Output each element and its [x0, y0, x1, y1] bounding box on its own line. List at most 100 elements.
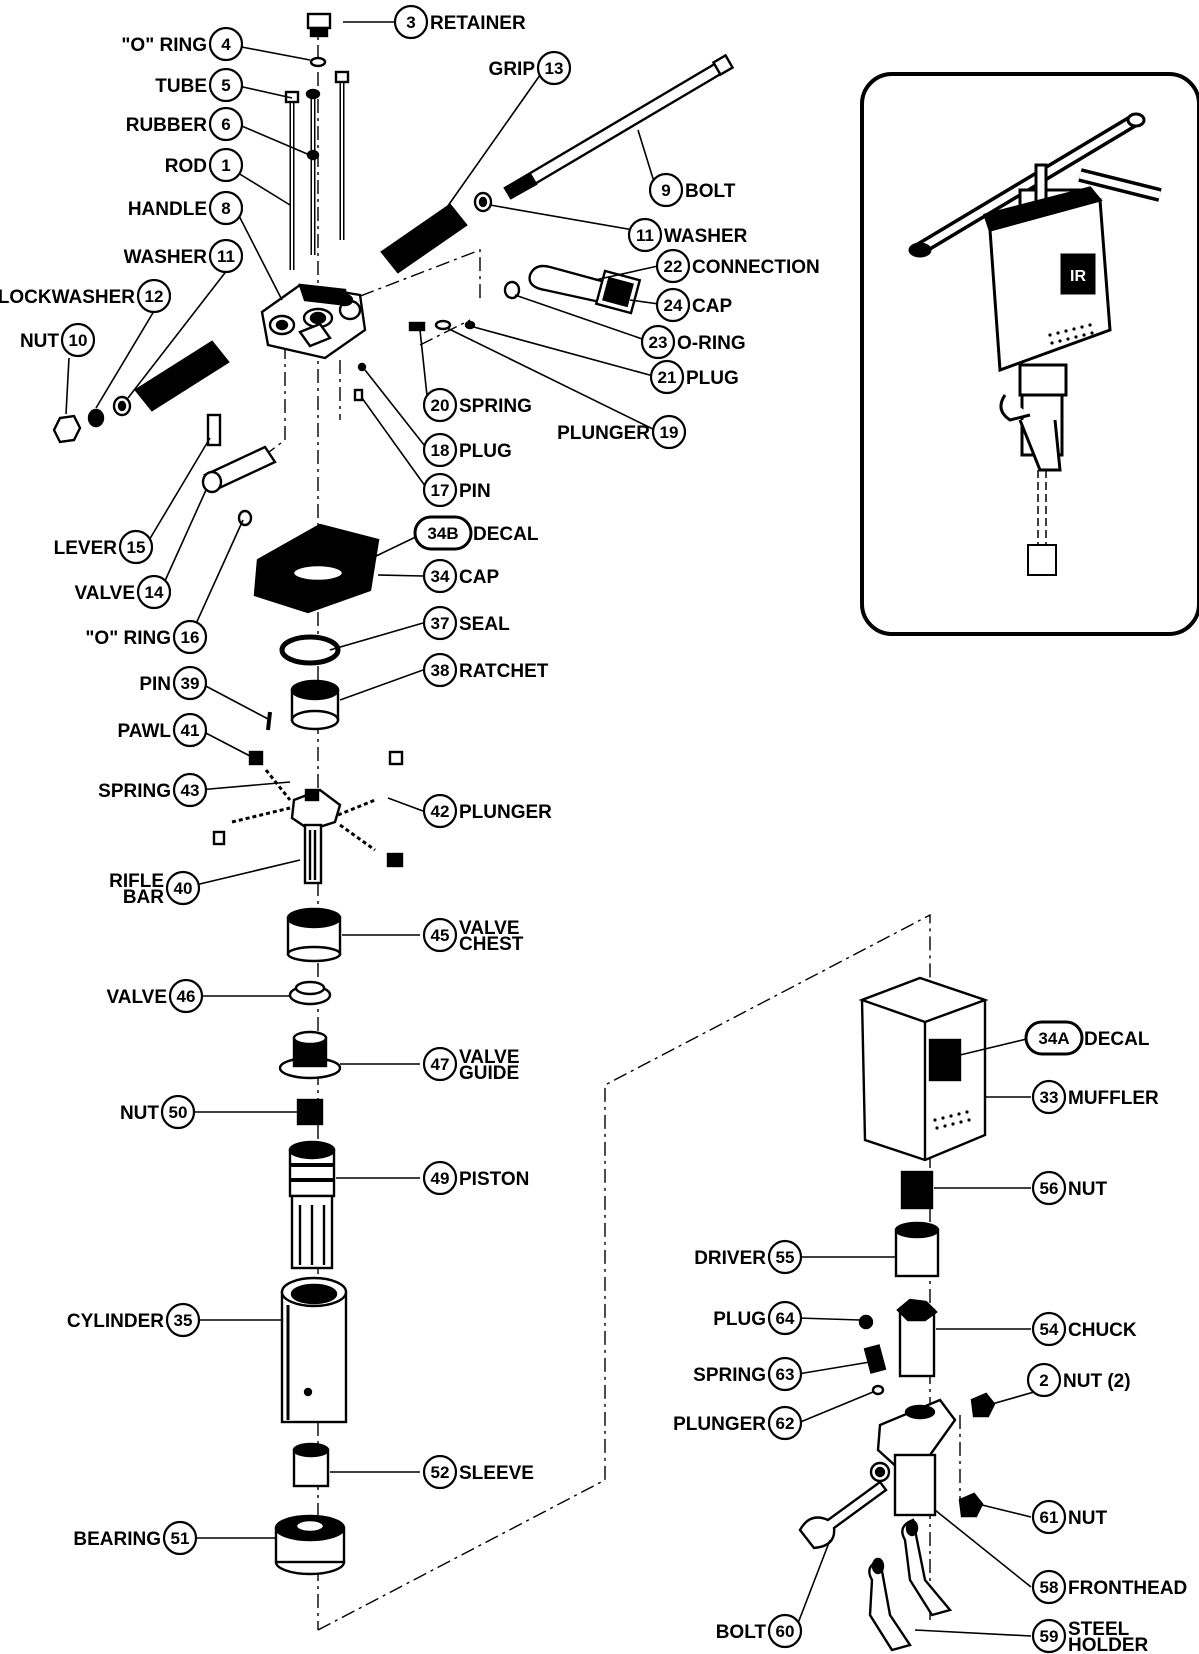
callout-number: 13: [545, 59, 564, 78]
callout-number: 46: [177, 987, 196, 1006]
callout-label: CAP: [459, 567, 499, 588]
bolt-part: [503, 53, 735, 200]
callout-number: 11: [636, 226, 654, 245]
callout-label: "O" RING: [121, 35, 207, 56]
bearing-part: [274, 1514, 346, 1576]
callout-label: PLUG: [459, 441, 512, 462]
callout-label: DRIVER: [694, 1248, 766, 1269]
callout-plug-64: 64 PLUG: [713, 1300, 803, 1336]
callout-label: PIN: [139, 674, 171, 695]
callout-label: NUT: [120, 1103, 159, 1124]
callout-label: VALVE: [459, 918, 520, 939]
callout-number: 2: [1039, 1371, 1048, 1390]
callout-label: MUFFLER: [1068, 1088, 1159, 1109]
callout-label: WASHER: [124, 247, 208, 268]
callout-number: 34: [431, 567, 450, 586]
callout-label: GUIDE: [459, 1063, 519, 1084]
callout-number: 37: [431, 614, 450, 633]
muffler-part: [858, 976, 989, 1162]
callout-number: 1: [221, 156, 230, 175]
callout-label: VALVE: [74, 583, 135, 604]
callout-label: CAP: [692, 296, 732, 317]
callout-number: 4: [221, 35, 231, 54]
callout-label: NUT: [20, 331, 59, 352]
callout-sleeve: 52 SLEEVE: [422, 1454, 534, 1490]
callout-number: 14: [145, 583, 164, 602]
callout-label: LOCKWASHER: [0, 287, 135, 308]
callout-label: HOLDER: [1068, 1635, 1149, 1654]
callout-number: 11: [217, 247, 235, 266]
callout-number: 23: [649, 333, 668, 352]
callout-label: DECAL: [1084, 1029, 1150, 1050]
callout-label: CONNECTION: [692, 257, 820, 278]
callout-label: SLEEVE: [459, 1463, 534, 1484]
inset-logo: IR: [1070, 268, 1086, 285]
callout-label: BEARING: [73, 1529, 161, 1550]
callout-label: PLUG: [713, 1309, 766, 1330]
callout-number: 60: [776, 1622, 795, 1641]
callout-seal: 37 SEAL: [422, 605, 510, 641]
callout-label: PLUNGER: [557, 423, 650, 444]
callout-number: 10: [69, 331, 88, 350]
callout-washer-11-left: 11 WASHER: [124, 238, 244, 274]
fronthead-part: [869, 1398, 957, 1517]
callout-label: NUT (2): [1063, 1371, 1131, 1392]
callout-number: 8: [221, 199, 230, 218]
sleeve-part: [292, 1442, 330, 1488]
callout-label: SPRING: [459, 396, 532, 417]
callout-label: PLUNGER: [459, 802, 552, 823]
callout-label: BOLT: [685, 181, 736, 202]
callout-number: 63: [776, 1365, 795, 1384]
callout-number: 12: [145, 287, 164, 306]
callout-number: 52: [431, 1463, 450, 1482]
callout-number: 56: [1040, 1179, 1059, 1198]
rifle-bar-part: [290, 788, 342, 885]
callout-label: LEVER: [54, 538, 118, 559]
callout-label: CHUCK: [1068, 1320, 1137, 1341]
callout-number: 6: [221, 115, 230, 134]
bolt-60-part: [798, 1480, 888, 1550]
part-drawings: [52, 12, 996, 1652]
callout-label: PLUG: [686, 368, 739, 389]
callout-o-ring-4: 4 "O" RING: [121, 26, 244, 62]
callout-label: RATCHET: [459, 661, 549, 682]
callout-label: SEAL: [459, 614, 510, 635]
callout-label: NUT: [1068, 1508, 1107, 1529]
valve-chest-part: [286, 907, 342, 963]
callout-number: 41: [181, 721, 200, 740]
callout-label: VALVE: [459, 1047, 520, 1068]
retainer-part: [306, 12, 332, 38]
callout-o-ring-16: 16"O" RING: [85, 619, 208, 655]
callout-number: 64: [776, 1309, 795, 1328]
callout-number: 16: [181, 628, 200, 647]
callout-number: 18: [431, 441, 450, 460]
callout-label: STEEL: [1068, 1619, 1130, 1640]
callout-label: SPRING: [98, 781, 171, 802]
connection-part: [503, 264, 642, 315]
callout-number: 35: [174, 1311, 193, 1330]
callout-number: 62: [776, 1414, 795, 1433]
callout-plug-18: 18 PLUG: [422, 432, 512, 468]
leader-lines: [65, 21, 1042, 1637]
callout-cap-34: 34 CAP: [422, 558, 499, 594]
callout-label: RIFLE: [109, 871, 164, 892]
callout-number: 43: [181, 781, 200, 800]
valve-guide-part: [278, 1030, 342, 1080]
